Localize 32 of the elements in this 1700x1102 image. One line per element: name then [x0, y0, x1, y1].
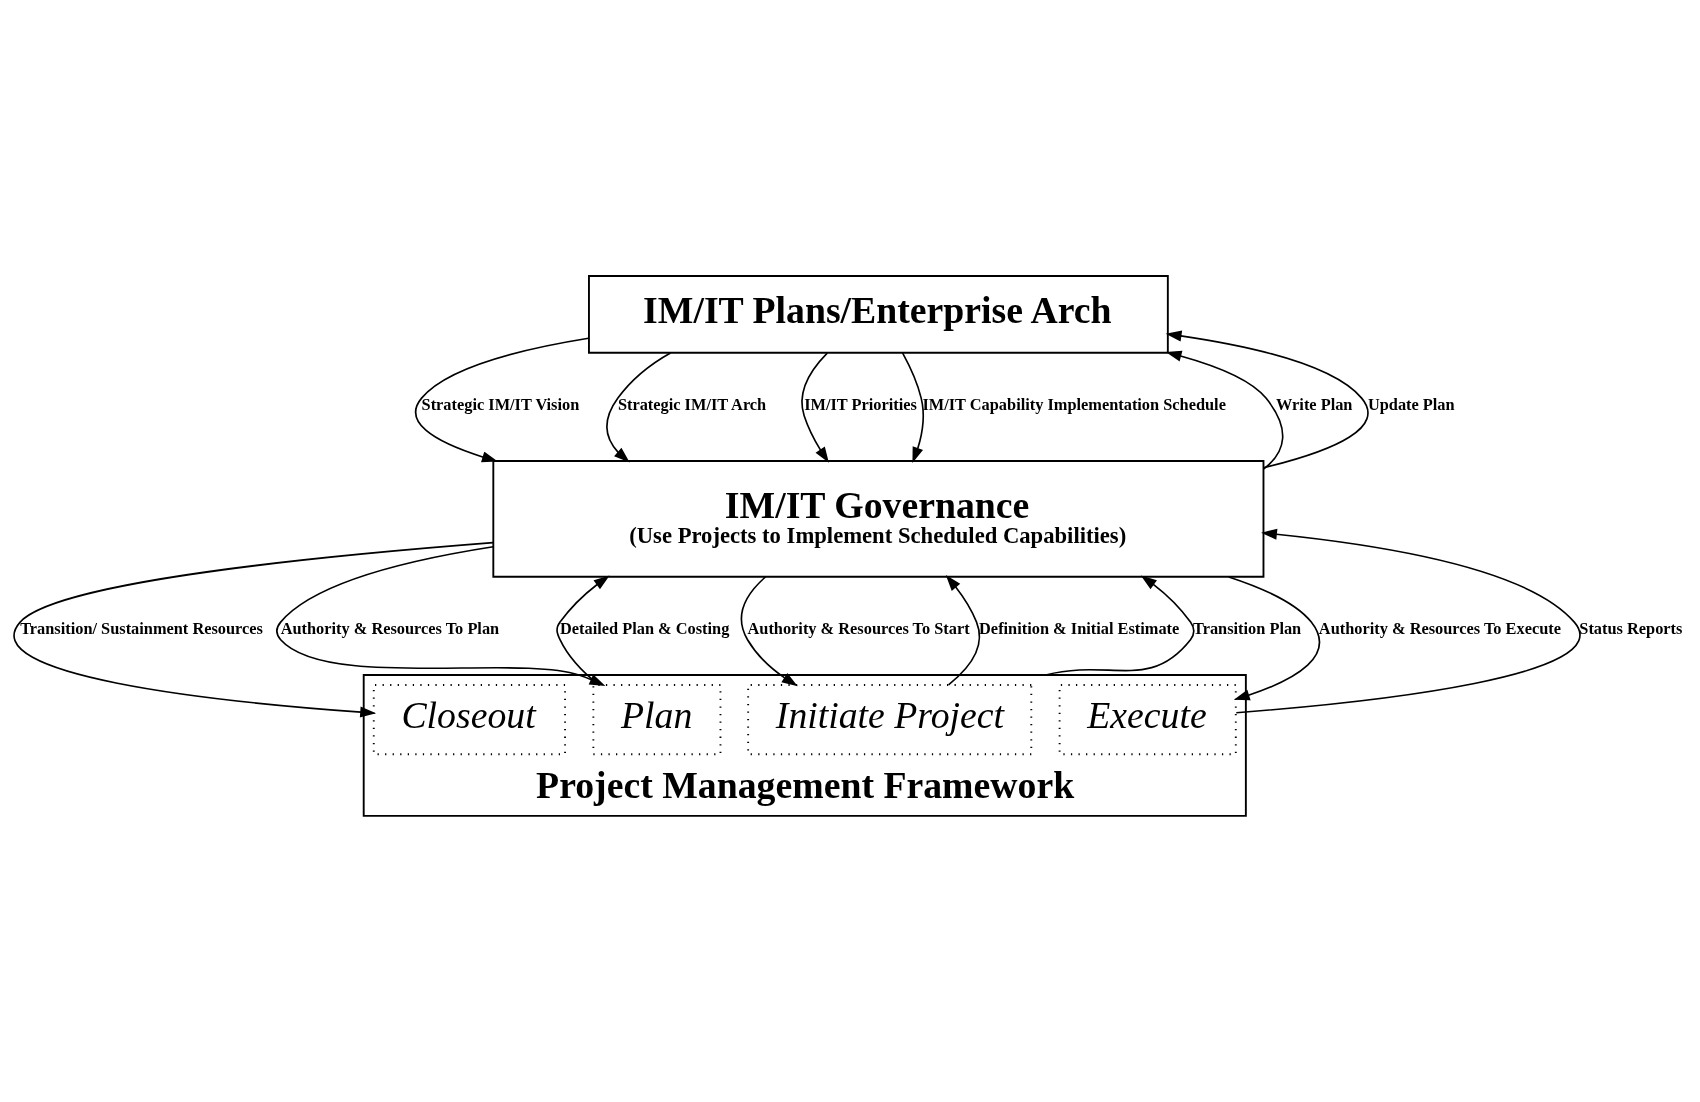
edge-label: IM/IT Capability Implementation Schedule: [922, 394, 1226, 414]
arrow: [415, 337, 590, 463]
arrow: [740, 576, 798, 687]
arrow: [1235, 528, 1581, 714]
arrow: [1044, 575, 1195, 676]
edge-label: Strategic IM/IT Vision: [421, 394, 580, 414]
node-box: Initiate Project: [747, 684, 1033, 756]
node-box: IM/IT Governance (Use Projects to Implement Scheduled Capabilities): [492, 460, 1265, 578]
edge-label: Update Plan: [1367, 394, 1455, 414]
edge-label: Strategic IM/IT Arch: [617, 394, 767, 414]
arrow: [901, 352, 925, 463]
arrow: [13, 541, 494, 718]
edge-label: Detailed Plan & Costing: [560, 618, 730, 638]
arrow: [606, 352, 672, 463]
node-box: Closeout: [372, 684, 566, 756]
node-box: IM/IT Plans/Enterprise Arch: [588, 275, 1169, 354]
node-box: Execute: [1058, 684, 1237, 756]
node-box: Plan: [592, 684, 722, 756]
edge-label: Write Plan: [1276, 394, 1353, 414]
edge-label: Authority & Resources To Start: [747, 618, 970, 638]
arrow: [1227, 576, 1321, 701]
edge-label: Status Reports: [1579, 618, 1683, 638]
edge-label: IM/IT Priorities: [804, 394, 917, 414]
edge-label: Authority & Resources To Execute: [1318, 618, 1561, 638]
arrow: [945, 575, 981, 686]
edge-label: Transition Plan: [1193, 618, 1302, 638]
edge-label: Authority & Resources To Plan: [280, 618, 500, 638]
arrow: [801, 352, 829, 463]
edge-label: Definition & Initial Estimate: [979, 618, 1180, 638]
arrow: [1165, 350, 1284, 470]
edge-label: Transition/ Sustainment Resources: [20, 618, 263, 638]
arrow: [1165, 330, 1369, 469]
